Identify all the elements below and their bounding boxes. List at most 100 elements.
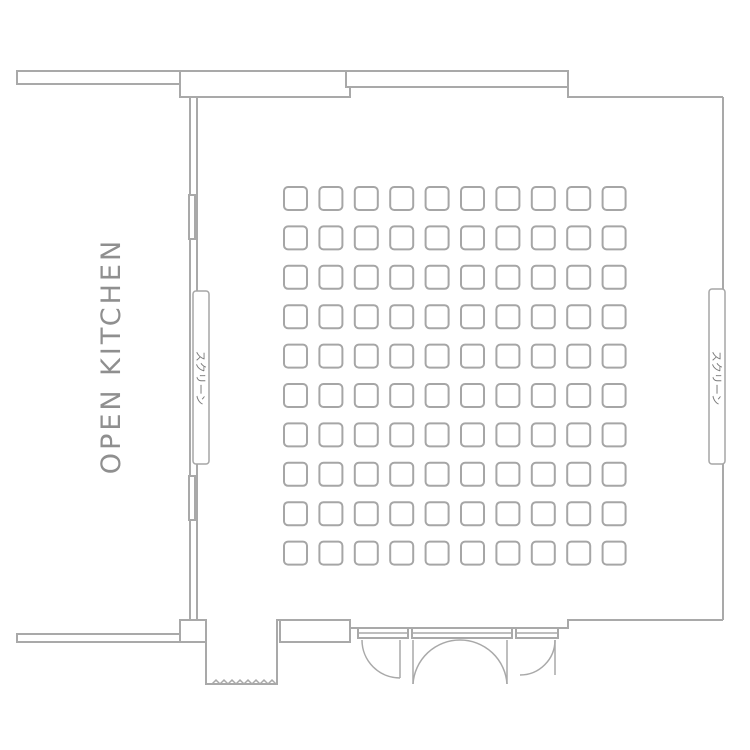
screen-left: スクリーン [192,290,210,465]
seat [353,501,379,527]
seat [601,540,627,566]
seat [495,264,521,290]
seat [318,540,344,566]
seat [353,540,379,566]
seat [601,343,627,369]
seat [318,501,344,527]
seat [318,461,344,487]
screen-right: スクリーン [708,288,726,465]
seat [389,540,415,566]
seat [389,461,415,487]
seat [353,383,379,408]
screen-left-label: スクリーン [194,351,207,405]
seat [460,422,485,448]
seat [460,343,485,369]
seat [601,186,627,211]
seat [283,186,308,211]
seat [495,540,521,566]
seat [389,383,415,408]
seat [530,540,556,566]
seat [460,461,485,487]
seat [318,264,344,290]
seat [566,186,592,211]
seat [566,540,592,566]
seat [318,343,344,369]
seat [495,225,521,251]
seat [530,343,556,369]
seat [601,501,627,527]
seat [530,225,556,251]
seat [566,383,592,408]
seat [283,304,308,330]
seating-grid [283,186,627,566]
seat [424,461,450,487]
seat [495,461,521,487]
seat [389,186,415,211]
seat [495,422,521,448]
open-kitchen-label: OPEN KITCHEN [96,238,127,474]
seat [318,422,344,448]
seat [530,304,556,330]
seat [353,422,379,448]
seat [318,186,344,211]
seat [283,461,308,487]
seat [495,343,521,369]
seat [389,264,415,290]
seat [601,264,627,290]
seat [566,304,592,330]
seat [389,225,415,251]
seat [495,186,521,211]
seat [460,186,485,211]
seat [353,264,379,290]
seat [530,422,556,448]
top-walls [16,70,723,98]
seat [424,540,450,566]
seat [566,225,592,251]
seat [424,304,450,330]
seat [389,304,415,330]
seat [353,225,379,251]
seat [530,461,556,487]
seat [353,461,379,487]
seat [601,225,627,251]
seat [530,264,556,290]
seat [389,501,415,527]
zigzag-edge [211,678,277,686]
seat [460,264,485,290]
seat [353,304,379,330]
seat [460,225,485,251]
seat [601,383,627,408]
seat [389,343,415,369]
seat [424,383,450,408]
seat [530,501,556,527]
seat [283,422,308,448]
seat [283,540,308,566]
door-swings [361,639,556,685]
seat [460,501,485,527]
seat [318,383,344,408]
seat [283,343,308,369]
seat [283,501,308,527]
seat [318,225,344,251]
seat [318,304,344,330]
seat [530,186,556,211]
door-frames [357,627,559,639]
seat [460,383,485,408]
seat [424,225,450,251]
seat [283,225,308,251]
seat [530,383,556,408]
seat [424,343,450,369]
bottom-walls [16,619,723,686]
seat [566,461,592,487]
seat [495,383,521,408]
seat [353,186,379,211]
seat [601,304,627,330]
seat [495,304,521,330]
seat [424,186,450,211]
seat [424,501,450,527]
seat [566,264,592,290]
seat [460,304,485,330]
seat [353,343,379,369]
seat [601,461,627,487]
